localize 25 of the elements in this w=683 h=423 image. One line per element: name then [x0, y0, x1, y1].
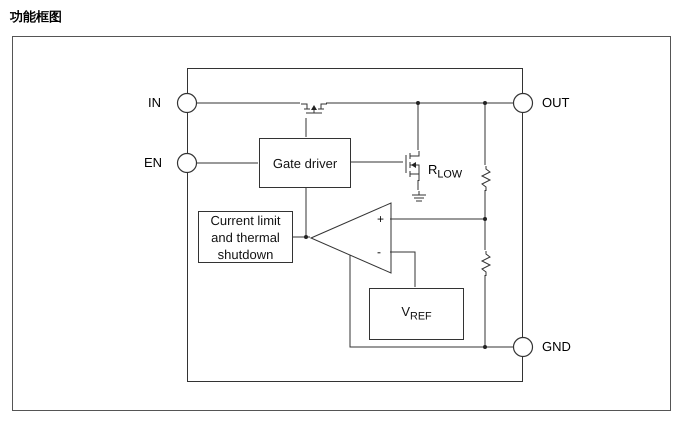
input-sign: -: [377, 245, 381, 259]
amplifier-triangle: [311, 203, 391, 273]
chip-outline: [187, 68, 523, 382]
ground-symbol: [412, 191, 426, 203]
pin-circle: [177, 93, 197, 113]
pin-label: OUT: [542, 95, 570, 110]
block-box: Current limit and thermal shutdown: [198, 211, 293, 263]
pin-circle: [513, 93, 533, 113]
component-label: R$_{LOW}$: [428, 162, 462, 181]
pin-circle: [177, 153, 197, 173]
pin-label: EN: [144, 155, 162, 170]
input-sign: +: [377, 212, 384, 226]
block-box: V$_{REF}$: [369, 288, 464, 340]
pin-label: IN: [148, 95, 161, 110]
wire: [390, 252, 416, 288]
resistor-symbol: [481, 166, 491, 191]
wire: [196, 162, 258, 164]
wire: [350, 254, 514, 348]
title: 功能框图: [10, 8, 62, 26]
block-box: Gate driver: [259, 138, 351, 188]
wire: [196, 102, 300, 104]
pin-circle: [513, 337, 533, 357]
pin-label: GND: [542, 339, 571, 354]
wire: [292, 236, 310, 238]
resistor-symbol: [481, 251, 491, 276]
